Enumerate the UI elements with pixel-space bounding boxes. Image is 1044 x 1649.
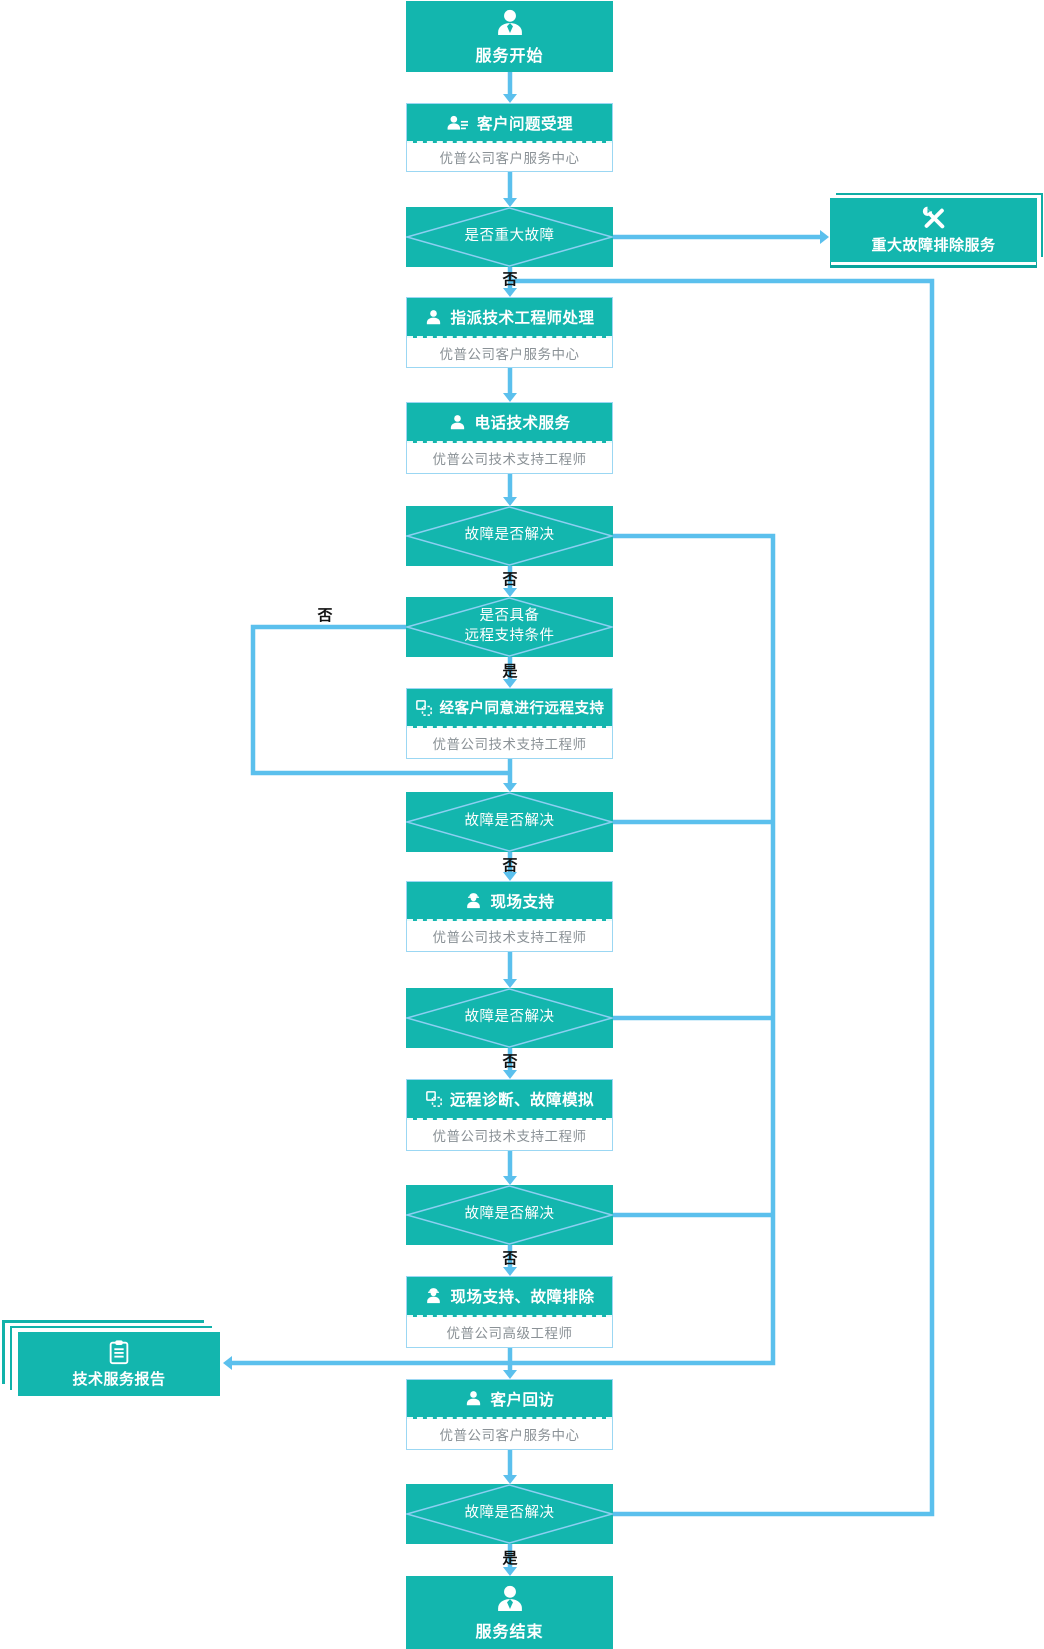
person-list-icon: [446, 113, 470, 133]
edge-label-no-solved1: 否: [502, 571, 518, 588]
worker-icon: [464, 892, 483, 910]
edge-label-no-remote: 否: [317, 607, 333, 624]
node-subtitle: 优普公司技术支持工程师: [432, 1129, 587, 1144]
node-title: 现场支持: [490, 893, 555, 911]
person-icon: [448, 414, 467, 431]
decision-fault-solved-5: 故障是否解决: [406, 1484, 613, 1544]
decision-label: 是否重大故障: [464, 228, 555, 245]
clipboard-icon: [106, 1339, 132, 1365]
decision-fault-solved-3: 故障是否解决: [406, 988, 613, 1048]
node-subtitle: 优普公司技术支持工程师: [432, 736, 587, 752]
node-subtitle: 优普公司技术支持工程师: [432, 930, 587, 945]
node-subtitle: 优普公司客户服务中心: [439, 346, 580, 362]
node-tech-service-report: 技术服务报告: [18, 1332, 220, 1396]
node-title: 电话技术服务: [474, 415, 571, 432]
decision-label-line2: 远程支持条件: [464, 628, 555, 644]
node-remote-support: 经客户同意进行远程支持 优普公司技术支持工程师: [406, 688, 613, 759]
edge-label-no-solved2: 否: [502, 857, 518, 874]
node-label: 服务开始: [475, 47, 544, 65]
decision-label: 故障是否解决: [464, 527, 555, 544]
node-customer-issue-intake: 客户问题受理 优普公司客户服务中心: [406, 103, 613, 172]
edge-label-no-major: 否: [502, 271, 518, 288]
decision-fault-solved-4: 故障是否解决: [406, 1185, 613, 1245]
node-label: 技术服务报告: [72, 1371, 166, 1388]
decision-label: 故障是否解决: [464, 1009, 555, 1026]
node-title: 指派技术工程师处理: [450, 310, 595, 327]
decision-label: 故障是否解决: [464, 813, 555, 830]
edge-label-no-solved4: 否: [502, 1250, 518, 1267]
node-label: 服务结束: [475, 1623, 544, 1641]
node-onsite-troubleshooting: 现场支持、故障排除 优普公司高级工程师: [406, 1276, 613, 1348]
node-title: 客户回访: [490, 1391, 555, 1409]
node-title: 远程诊断、故障模拟: [449, 1092, 594, 1109]
decision-major-fault: 是否重大故障: [406, 207, 613, 267]
person-icon: [493, 8, 527, 38]
node-major-fault-service: 重大故障排除服务: [830, 198, 1037, 262]
remote-desktop-icon: [425, 1090, 443, 1108]
arrowheads: [223, 94, 829, 1576]
node-customer-followup: 客户回访 优普公司客户服务中心: [406, 1379, 613, 1450]
node-subtitle: 优普公司客户服务中心: [439, 151, 580, 166]
node-title: 现场支持、故障排除: [450, 1289, 595, 1306]
decision-fault-solved-1: 故障是否解决: [406, 506, 613, 566]
node-subtitle: 优普公司技术支持工程师: [432, 452, 587, 467]
remote-desktop-icon: [415, 699, 433, 717]
edge-label-yes-remote: 是: [502, 663, 518, 680]
decision-label-line1: 是否具备: [479, 608, 540, 625]
node-title: 客户问题受理: [476, 115, 573, 133]
node-phone-tech-service: 电话技术服务 优普公司技术支持工程师: [406, 402, 613, 474]
node-assign-engineer: 指派技术工程师处理 优普公司客户服务中心: [406, 297, 613, 368]
decision-label: 是否具备 远程支持条件: [406, 597, 613, 657]
node-service-end: 服务结束: [406, 1576, 613, 1649]
node-subtitle: 优普公司高级工程师: [446, 1326, 573, 1341]
node-label: 重大故障排除服务: [871, 237, 996, 254]
person-icon: [493, 1584, 527, 1614]
node-remote-diagnosis: 远程诊断、故障模拟 优普公司技术支持工程师: [406, 1079, 613, 1151]
worker-icon: [424, 1287, 443, 1305]
node-service-start: 服务开始: [406, 1, 613, 72]
person-icon: [424, 309, 443, 326]
decision-label: 故障是否解决: [464, 1206, 555, 1223]
decision-fault-solved-2: 故障是否解决: [406, 792, 613, 852]
node-subtitle: 优普公司客户服务中心: [439, 1428, 580, 1443]
tools-icon: [919, 205, 949, 231]
node-onsite-support: 现场支持 优普公司技术支持工程师: [406, 881, 613, 952]
edge-label-no-solved3: 否: [502, 1053, 518, 1070]
decision-label: 故障是否解决: [464, 1505, 555, 1522]
node-title: 经客户同意进行远程支持: [439, 701, 605, 717]
edge-label-yes-solved5: 是: [502, 1550, 518, 1567]
decision-remote-support-condition: 是否具备 远程支持条件: [406, 597, 613, 657]
person-icon: [464, 1390, 483, 1407]
